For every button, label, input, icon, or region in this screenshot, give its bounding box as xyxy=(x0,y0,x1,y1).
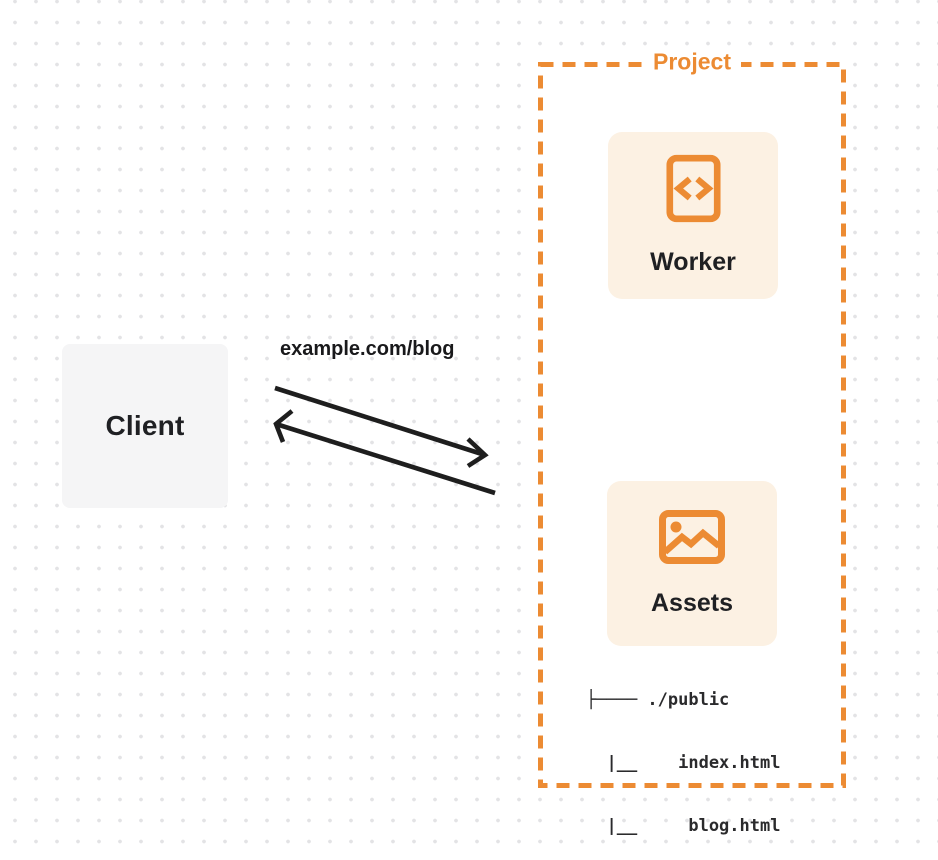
response-arrow xyxy=(273,409,496,496)
client-label: Client xyxy=(105,410,185,441)
request-arrow xyxy=(274,385,489,468)
project-container: Project Worker Assets ├──── ./public |__… xyxy=(538,48,846,836)
file-tree-line-root: ├──── ./public xyxy=(586,690,730,710)
file-tree-line: |__ blog.html xyxy=(586,816,781,836)
file-tree-line: |__ index.html xyxy=(586,753,781,773)
assets-node: Assets xyxy=(607,481,777,646)
request-response-arrows xyxy=(273,385,496,496)
project-title: Project xyxy=(643,48,741,76)
assets-label: Assets xyxy=(651,588,733,617)
project-dashed-border xyxy=(538,62,846,788)
worker-node: Worker xyxy=(608,132,778,299)
file-tree: ├──── ./public |__ index.html |__ blog.h… xyxy=(586,648,780,860)
image-icon xyxy=(659,509,725,564)
worker-label: Worker xyxy=(650,248,736,276)
code-file-icon xyxy=(665,154,721,223)
client-node: Client xyxy=(62,344,228,508)
request-url-label: example.com/blog xyxy=(280,338,455,360)
